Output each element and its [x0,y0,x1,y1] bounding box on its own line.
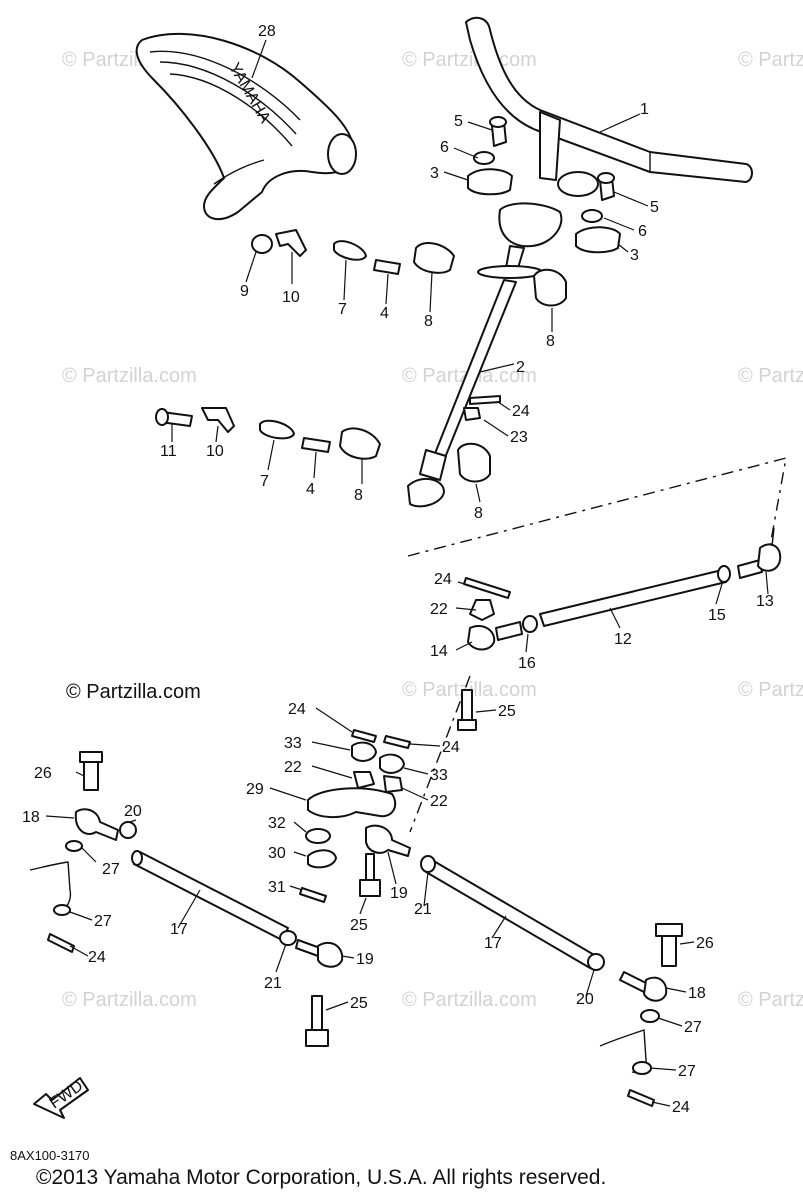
callout: 13 [756,593,774,610]
callout: 24 [672,1099,690,1116]
callout: 27 [678,1063,696,1080]
callout: 32 [268,815,286,832]
callout: 27 [684,1019,702,1036]
callout: 3 [430,165,439,182]
callout: 31 [268,879,286,896]
callout: 21 [264,975,282,992]
callout: 10 [206,443,224,460]
watermark: © Partzilla.com [738,365,803,387]
watermark: © Partzilla.com [738,679,803,701]
callout: 20 [124,803,142,820]
callout: 5 [650,199,659,216]
callout: 2 [516,359,525,376]
reference-line-lower [409,675,471,833]
callout: 20 [576,991,594,1008]
callout: 8 [354,487,363,504]
callout: 17 [484,935,502,952]
clamp-hardware-upper [467,116,621,254]
callout: 8 [474,505,483,522]
callout: 7 [260,473,269,490]
callout: 7 [338,301,347,318]
callout: 11 [160,443,177,460]
callout: 27 [94,913,112,930]
seat-part-28: YAMAHA [135,32,357,221]
right-tie-rod-part-17 [420,855,683,1107]
callout: 22 [430,601,448,618]
callout: 24 [512,403,530,420]
brand-credit: © Partzilla.com [66,681,201,703]
callout: 10 [282,289,300,306]
callout: 4 [380,305,389,322]
callout: 14 [430,643,448,660]
callout: 5 [454,113,463,130]
watermark: © Partzilla.com [62,989,197,1011]
callout: 29 [246,781,264,798]
callout: 23 [510,429,528,446]
fwd-arrow-icon: FWD [33,1077,89,1119]
reference-line-upper [407,457,787,557]
diagram-code: 8AX100-3170 [10,1148,90,1163]
watermark: © Partzilla.com [738,989,803,1011]
callout: 24 [88,949,106,966]
callout: 22 [430,793,448,810]
callout: 24 [434,571,452,588]
watermark: © Partzilla.com [402,49,537,71]
callout: 9 [240,283,249,300]
callout-numbers: 28 1 5 6 3 5 6 3 9 10 7 4 8 8 2 24 23 11… [22,23,774,1116]
center-tie-rod-part-12 [463,527,782,651]
bracket-group-lower [155,395,501,483]
callout: 22 [284,759,302,776]
callout: 1 [640,101,649,118]
callout: 19 [356,951,374,968]
callout: 25 [498,703,516,720]
callout: 18 [688,985,706,1002]
callout: 24 [288,701,306,718]
callout: 6 [638,223,647,240]
callout: 3 [630,247,639,264]
left-tie-rod-part-17 [29,751,344,1047]
callout: 28 [258,23,276,40]
callout: 4 [306,481,315,498]
callout: 26 [696,935,714,952]
callout: 12 [614,631,632,648]
callout: 6 [440,139,449,156]
callout: 33 [284,735,302,752]
steering-column-part-2 [407,202,563,508]
callout: 16 [518,655,536,672]
copyright-notice: ©2013 Yamaha Motor Corporation, U.S.A. A… [36,1166,607,1189]
callout: 26 [34,765,52,782]
pitman-arm-group [299,689,477,903]
callout: 19 [390,885,408,902]
callout: 18 [22,809,40,826]
callout: 27 [102,861,120,878]
watermark: © Partzilla.com [738,49,803,71]
callout: 21 [414,901,432,918]
callout: 8 [546,333,555,350]
callout: 30 [268,845,286,862]
callout: 25 [350,917,368,934]
bracket-group-upper [251,229,567,307]
handlebar-part-1 [465,16,753,197]
leader-lines [45,39,769,1107]
callout: 15 [708,607,726,624]
watermark: © Partzilla.com [62,365,197,387]
callout: 8 [424,313,433,330]
callout: 17 [170,921,188,938]
watermark: © Partzilla.com [402,989,537,1011]
callout: 25 [350,995,368,1012]
callout: 24 [442,739,460,756]
callout: 33 [430,767,448,784]
